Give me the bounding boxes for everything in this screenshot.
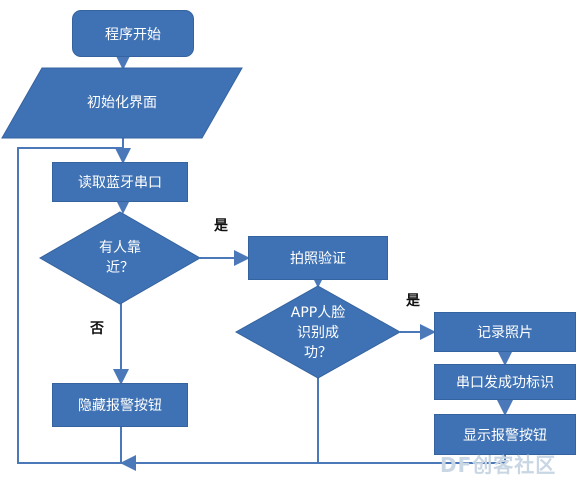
decision-face-label: APP人脸 识别成 功？ (290, 304, 346, 362)
watermark-text: DF创客社区 (440, 453, 557, 477)
init-node-label: 初始化界面 (87, 94, 157, 111)
show-alarm-button-node: 显示报警按钮 (434, 414, 576, 455)
edge-loop-back (17, 147, 123, 464)
hide-alarm-button-node: 隐藏报警按钮 (52, 383, 188, 427)
read-bluetooth-node: 读取蓝牙串口 (52, 162, 188, 202)
serial-success-node: 串口发成功标识 (434, 364, 576, 400)
decision-near-label: 有人靠 近？ (99, 239, 141, 276)
yes-face-label: 是 (406, 293, 420, 309)
record-photo-node: 记录照片 (434, 312, 576, 352)
decision-face-shape (234, 285, 402, 379)
no-near-label: 否 (90, 321, 104, 337)
decision-near-shape (38, 211, 202, 305)
photo-verify-node: 拍照验证 (248, 236, 388, 280)
edge-show-return (120, 455, 506, 471)
start-node: 程序开始 (72, 10, 194, 57)
yes-near-label: 是 (214, 218, 228, 234)
init-node-shape (1, 67, 243, 139)
